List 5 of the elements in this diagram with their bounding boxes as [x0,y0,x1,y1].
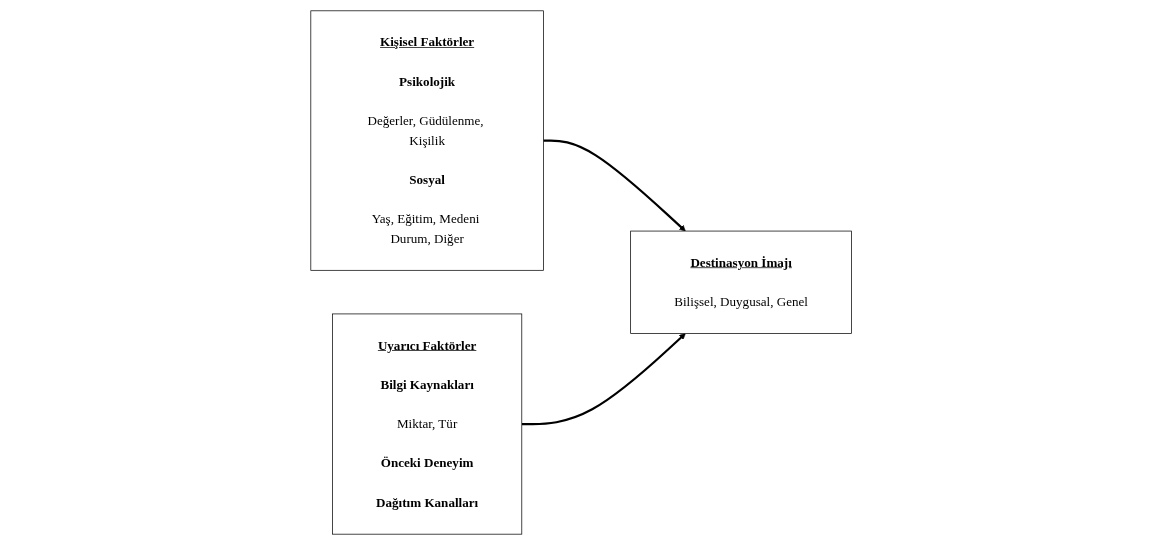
arrow [521,333,686,426]
arrow [543,139,686,232]
node-box: Kişisel Faktörler Psikolojik Değerler, Güdülenme, Kişilik Sosyal Yaş, Eğitim, Medeni Durum, Diğer [310,10,544,271]
node-box: Destinasyon İmajı Bilişsel, Duygusal, Genel [630,230,852,334]
node-box: Uyarıcı Faktörler Bilgi Kaynakları Miktar, Tür Önceki Deneyim Dağıtım Kanalları [331,313,522,535]
